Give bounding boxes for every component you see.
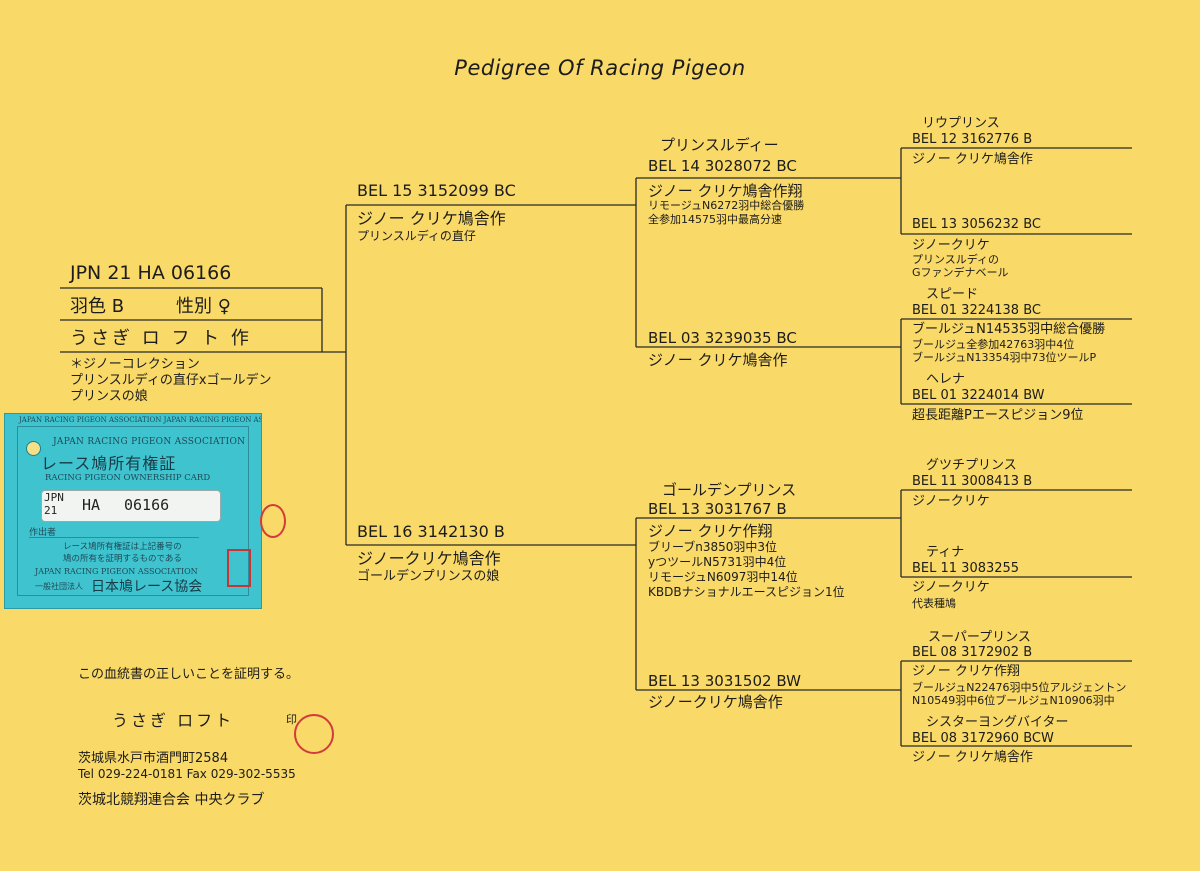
card-id-code: HA (82, 496, 101, 514)
card-id-number: 06166 (124, 496, 170, 514)
g1-breeder: ジノー クリケ鳩舎作 (912, 152, 1033, 167)
g6-ring: BEL 11 3083255 (912, 561, 1020, 576)
subject-note-1: ＊ジノーコレクション (70, 357, 200, 372)
certify-address: 茨城県水戸市酒門町2584 (78, 751, 229, 766)
loft-seal-stamp (294, 714, 334, 754)
card-id-year: 21 (44, 504, 58, 517)
g5-breeder: ジノークリケ (912, 494, 990, 509)
ss-note-1: リモージュN6272羽中総合優勝 (648, 199, 805, 212)
ds-note-3: リモージュN6097羽中14位 (648, 570, 798, 584)
dd-ring: BEL 13 3031502 BW (648, 672, 801, 690)
g3-title: ブールジュN14535羽中総合優勝 (912, 322, 1106, 337)
dam-breeder: ジノークリケ鳩舎作 (357, 549, 501, 568)
g4-name: ヘレナ (926, 372, 966, 387)
ds-note-2: yつツールN5731羽中4位 (648, 555, 787, 569)
certify-seal-mark: 印 (286, 713, 297, 726)
subject-note-2: プリンスルディの直仔xゴールデン (70, 373, 272, 388)
card-desc-2: 鳩の所有を証明するものである (63, 554, 182, 564)
g2-note-2: Gファンデナベール (912, 266, 1009, 279)
card-desc-1: レース鳩所有権証は上記番号の (63, 542, 182, 552)
subject-ring: JPN 21 HA 06166 (70, 262, 232, 284)
card-round-stamp (260, 504, 286, 538)
card-seal-stamp (227, 549, 251, 587)
subject-breeder: うさぎ ロ フ ト 作 (70, 328, 252, 349)
dam-note: ゴールデンプリンスの娘 (357, 569, 500, 584)
g3-note-1: ブールジュ全参加42763羽中4位 (912, 338, 1075, 351)
ds-ring: BEL 13 3031767 B (648, 500, 787, 518)
g2-breeder: ジノークリケ (912, 238, 990, 253)
sire-ring: BEL 15 3152099 BC (357, 181, 516, 200)
card-author-line (29, 537, 199, 538)
certify-phone: Tel 029-224-0181 Fax 029-302-5535 (78, 767, 296, 781)
ds-note-4: KBDBナショナルエースピジョン1位 (648, 585, 845, 599)
g6-name: ティナ (926, 545, 965, 560)
card-assoc-jp: 日本鳩レース協会 (91, 579, 203, 595)
ds-name: ゴールデンプリンス (662, 481, 797, 499)
ds-note-1: ブリーブn3850羽中3位 (648, 540, 778, 554)
g7-breeder: ジノー クリケ作翔 (912, 664, 1020, 679)
ss-name: プリンスルディー (660, 136, 779, 154)
certify-statement: この血統書の正しいことを証明する。 (78, 667, 300, 682)
ss-ring: BEL 14 3028072 BC (648, 157, 797, 175)
g3-ring: BEL 01 3224138 BC (912, 303, 1041, 318)
g5-name: グツチプリンス (926, 458, 1017, 473)
card-assoc-en: JAPAN RACING PIGEON ASSOCIATION (35, 567, 198, 576)
g2-note-1: プリンスルディの (912, 253, 1000, 266)
g4-ring: BEL 01 3224014 BW (912, 388, 1045, 403)
g7-note-2: N10549羽中6位ブールジュN10906羽中 (912, 694, 1115, 707)
card-id-country: JPN (44, 491, 64, 504)
dd-breeder: ジノークリケ鳩舎作 (648, 693, 783, 711)
g7-ring: BEL 08 3172902 B (912, 645, 1033, 660)
g2-ring: BEL 13 3056232 BC (912, 217, 1041, 232)
g1-ring: BEL 12 3162776 B (912, 132, 1033, 147)
g7-name: スーパープリンス (928, 630, 1031, 645)
sire-note: プリンスルディの直仔 (357, 229, 476, 243)
g8-ring: BEL 08 3172960 BCW (912, 731, 1054, 746)
card-assoc-jp-prefix: 一般社団法人 (35, 582, 83, 591)
g6-breeder: ジノークリケ (912, 580, 990, 595)
g5-ring: BEL 11 3008413 B (912, 474, 1033, 489)
card-punch-hole (26, 441, 41, 456)
card-frame (17, 426, 249, 596)
g8-breeder: ジノー クリケ鳩舎作 (912, 750, 1033, 765)
ownership-card: JAPAN RACING PIGEON ASSOCIATION JAPAN RA… (4, 413, 262, 609)
g3-name: スピード (926, 287, 979, 302)
ds-breeder: ジノー クリケ作翔 (648, 522, 773, 540)
page-title: Pedigree Of Racing Pigeon (454, 56, 746, 80)
subject-color: 羽色 B (70, 296, 125, 317)
card-id-box: JPN 21 HA 06166 (41, 490, 221, 522)
ss-breeder: ジノー クリケ鳩舎作翔 (648, 182, 803, 200)
g3-note-2: ブールジュN13354羽中73位ツールP (912, 351, 1097, 364)
sire-breeder: ジノー クリケ鳩舎作 (357, 209, 506, 228)
subject-note-3: プリンスの娘 (70, 389, 148, 404)
card-border-text: JAPAN RACING PIGEON ASSOCIATION JAPAN RA… (19, 416, 261, 424)
card-title-en: RACING PIGEON OWNERSHIP CARD (45, 473, 211, 483)
g8-name: シスターヨングバイター (926, 715, 1069, 730)
subject-sex: 性別 ♀ (176, 296, 231, 317)
certify-loft: うさぎ ロフト (112, 711, 235, 730)
sd-breeder: ジノー クリケ鳩舎作 (648, 351, 788, 369)
dam-ring: BEL 16 3142130 B (357, 522, 505, 541)
card-author-label: 作出者 (29, 528, 57, 538)
card-org-en: JAPAN RACING PIGEON ASSOCIATION (53, 437, 246, 447)
sd-ring: BEL 03 3239035 BC (648, 329, 797, 347)
card-title-jp: レース鳩所有権証 (41, 454, 177, 473)
ss-note-2: 全参加14575羽中最高分速 (648, 213, 782, 226)
g4-title: 超長距離Pエースピジョン9位 (912, 408, 1084, 423)
g7-note-1: ブールジュN22476羽中5位アルジェントン (912, 681, 1127, 694)
g6-note: 代表種鳩 (912, 597, 956, 610)
g1-name: リウプリンス (922, 116, 1000, 131)
certify-club: 茨城北競翔連合会 中央クラブ (78, 792, 265, 808)
